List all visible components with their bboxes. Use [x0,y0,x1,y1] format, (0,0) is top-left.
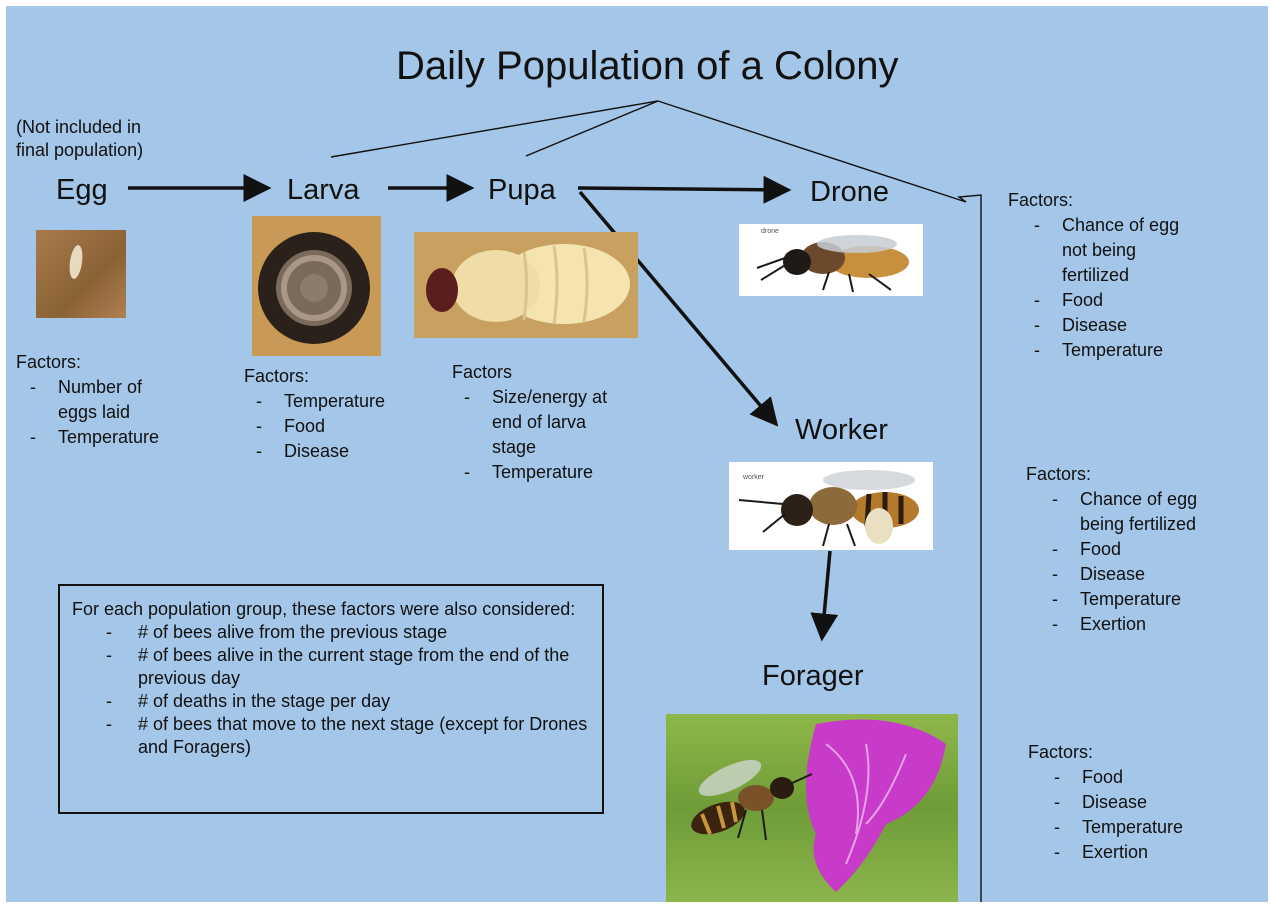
drone-factors-heading: Factors: [1008,188,1218,213]
list-item: # of bees that move to the next stage (e… [72,713,590,759]
larva-factors-heading: Factors: [244,364,444,389]
list-item: Disease [1022,313,1218,338]
list-item: Food [1040,537,1246,562]
list-item: Temperature [18,425,216,450]
worker-photo: worker [729,462,933,550]
list-item: Temperature [244,389,444,414]
forager-factors: Factors: Food Disease Temperature Exerti… [1028,740,1248,865]
list-item: Food [244,414,444,439]
stage-egg: Egg [56,174,108,207]
page-title: Daily Population of a Colony [396,44,899,89]
list-item: Disease [1040,562,1246,587]
drone-photo: drone [739,224,923,296]
list-item: Exertion [1040,612,1246,637]
list-item: Disease [1042,790,1248,815]
list-item: Exertion [1042,840,1248,865]
egg-icon [36,230,126,318]
stage-forager: Forager [762,660,864,693]
pupa-icon [414,232,638,338]
drone-factors: Factors: Chance of egg not being fertili… [1008,188,1218,363]
list-item: Size/energy at end of larva stage [452,385,612,460]
list-item: # of deaths in the stage per day [72,690,590,713]
worker-photo-label: worker [743,474,764,481]
egg-factors: Factors: Number of eggs laid Temperature [16,350,216,450]
stage-larva: Larva [287,174,360,207]
not-included-note: (Not included in final population) [16,116,176,162]
list-item: # of bees alive in the current stage fro… [72,644,590,690]
list-item: # of bees alive from the previous stage [72,621,590,644]
stage-worker: Worker [795,414,888,447]
list-item: Number of eggs laid [18,375,168,425]
arrow-pupa-drone [578,188,788,190]
list-item: Disease [244,439,444,464]
list-item: Chance of egg being fertilized [1040,487,1240,537]
forager-photo [666,714,958,902]
forager-bee-on-flower-icon [666,714,958,902]
egg-photo [36,230,126,318]
pupa-factors: Factors Size/energy at end of larva stag… [452,360,652,485]
list-item: Temperature [1022,338,1218,363]
diagram-canvas: Daily Population of a Colony (Not includ… [6,6,1268,902]
drone-photo-label: drone [761,228,779,235]
larva-photo [252,216,381,356]
list-item: Food [1042,765,1248,790]
stage-drone: Drone [810,176,889,209]
list-item: Temperature [1042,815,1248,840]
egg-factors-heading: Factors: [16,350,216,375]
considered-factors-intro: For each population group, these factors… [72,598,590,621]
worker-factors: Factors: Chance of egg being fertilized … [1026,462,1246,637]
list-item: Temperature [1040,587,1246,612]
larva-factors: Factors: Temperature Food Disease [244,364,444,464]
list-item: Chance of egg not being fertilized [1022,213,1192,288]
forager-factors-heading: Factors: [1028,740,1248,765]
pupa-photo [414,232,638,338]
list-item: Food [1022,288,1218,313]
worker-factors-heading: Factors: [1026,462,1246,487]
list-item: Temperature [452,460,652,485]
pupa-factors-heading: Factors [452,360,652,385]
arrow-worker-forager [822,551,830,638]
larva-icon [252,216,381,356]
considered-factors-box: For each population group, these factors… [58,584,604,814]
stage-pupa: Pupa [488,174,556,207]
